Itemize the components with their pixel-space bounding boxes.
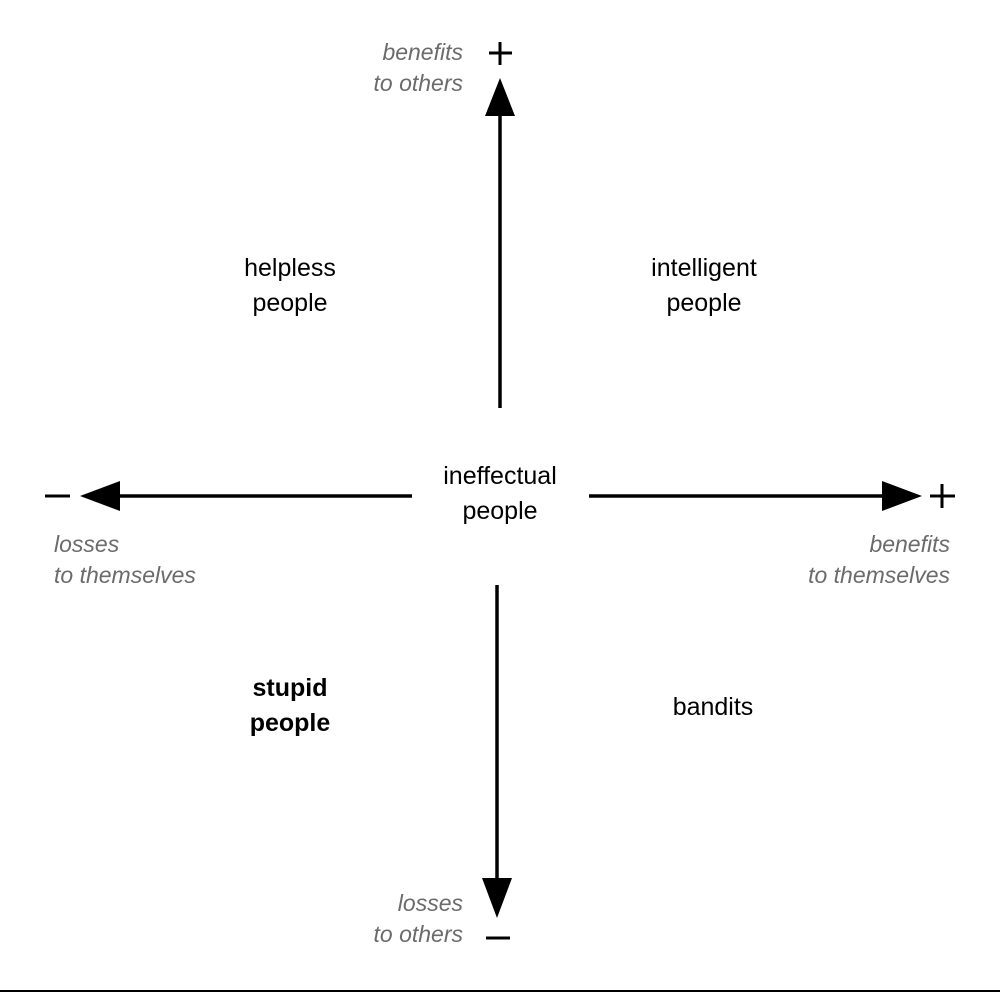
- arrow-down-head: [482, 878, 512, 918]
- axis-label-line: losses: [54, 531, 120, 557]
- axis-label-line: benefits: [869, 531, 950, 557]
- quadrant-label-intelligent: intelligent people: [624, 251, 784, 321]
- quadrant-label-line: people: [252, 289, 328, 317]
- axis-label-line: to themselves: [808, 562, 950, 588]
- quadrant-label-line: ineffectual: [443, 462, 557, 490]
- axis-label-left: losses to themselves: [54, 529, 274, 591]
- quadrant-label-line: stupid: [252, 674, 328, 702]
- arrow-up-head: [485, 78, 515, 116]
- arrow-left-head: [80, 481, 120, 511]
- arrow-right-head: [882, 481, 922, 511]
- axis-label-line: benefits: [382, 39, 463, 65]
- axis-label-right: benefits to themselves: [730, 529, 950, 591]
- quadrant-label-helpless: helpless people: [210, 251, 370, 321]
- quadrant-label-bandits: bandits: [633, 690, 793, 725]
- axis-label-top: benefits to others: [283, 37, 464, 99]
- axis-label-bottom: losses to others: [283, 888, 464, 950]
- plus-sign-top: [489, 42, 512, 65]
- axis-label-line: to others: [373, 70, 464, 96]
- quadrant-label-line: intelligent: [651, 254, 757, 282]
- axis-label-line: to others: [373, 921, 464, 947]
- bottom-border: [0, 990, 1000, 992]
- axis-label-line: losses: [397, 890, 463, 916]
- axis-label-line: to themselves: [54, 562, 196, 588]
- quadrant-label-line: bandits: [672, 693, 754, 721]
- quadrant-label-stupid: stupid people: [210, 671, 370, 741]
- plus-sign-right: [930, 484, 955, 508]
- quadrant-label-line: people: [249, 709, 331, 737]
- center-label-ineffectual: ineffectual people: [420, 459, 580, 529]
- quadrant-label-line: people: [666, 289, 742, 317]
- quadrant-label-line: people: [462, 497, 538, 525]
- quadrant-label-line: helpless: [244, 254, 336, 282]
